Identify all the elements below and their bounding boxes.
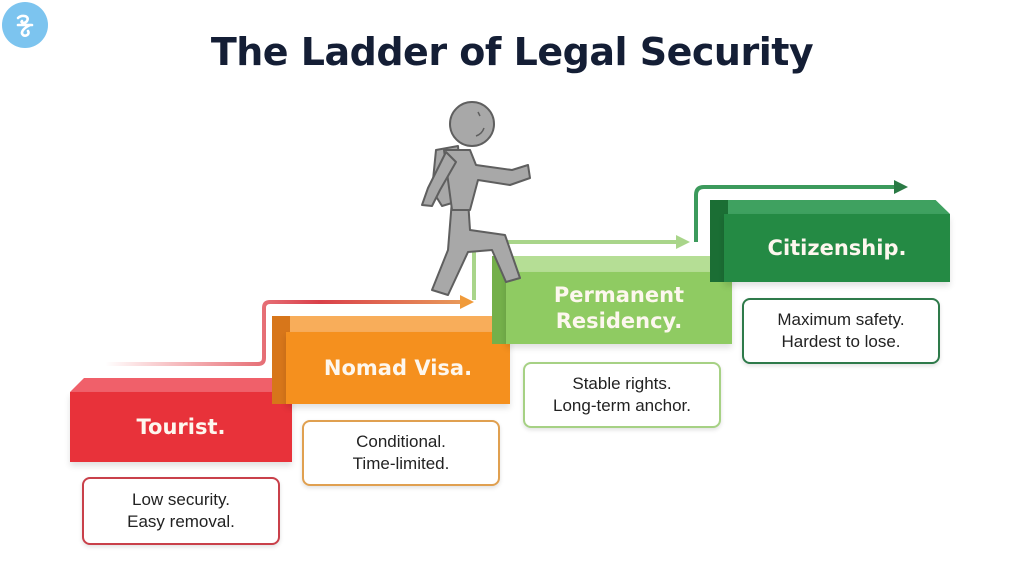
step-tourist: Tourist. xyxy=(70,378,292,462)
page-title: The Ladder of Legal Security xyxy=(210,30,814,74)
step-nomad-visa: Nomad Visa. xyxy=(272,316,510,404)
logo xyxy=(2,2,48,48)
step-label: Permanent Residency. xyxy=(506,272,732,344)
step-description: Conditional. Time-limited. xyxy=(302,420,500,486)
step-label: Nomad Visa. xyxy=(286,332,510,404)
step-description: Maximum safety. Hardest to lose. xyxy=(742,298,940,364)
logo-icon xyxy=(16,14,34,37)
step-label: Tourist. xyxy=(70,392,292,462)
step-permanent-residency: Permanent Residency. xyxy=(492,256,732,344)
step-description: Stable rights. Long-term anchor. xyxy=(523,362,721,428)
step-description: Low security. Easy removal. xyxy=(82,477,280,545)
step-label: Citizenship. xyxy=(724,214,950,282)
step-citizenship: Citizenship. xyxy=(710,200,950,282)
